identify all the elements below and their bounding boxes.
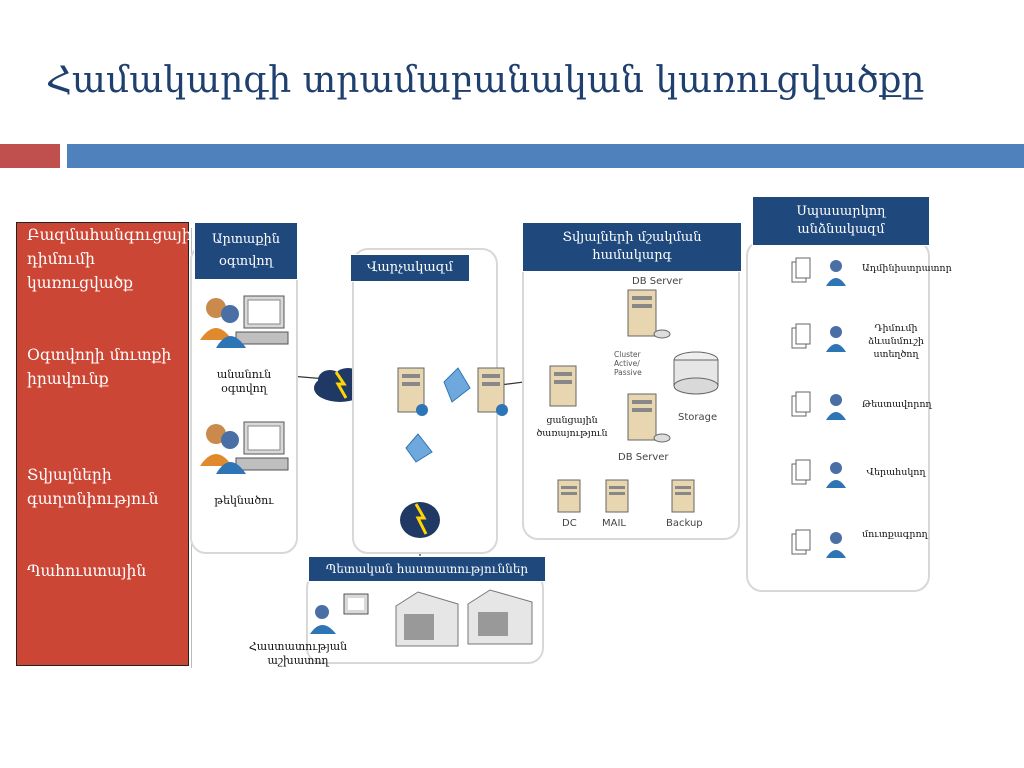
- data-processing-header: Տվյալների մշակման համակարգ: [522, 222, 742, 272]
- service-staff-header: Սպասարկող անձնակազմ: [752, 196, 930, 246]
- accent-bar-blue: [67, 144, 1024, 168]
- mail-server-icon: [605, 479, 629, 513]
- storage-icon: [673, 351, 719, 395]
- institution-icon: [310, 589, 533, 647]
- firewall-icon: [405, 433, 433, 463]
- staff-supervisor-icon: [791, 459, 846, 488]
- dc-label: DC: [562, 518, 577, 529]
- candidate-icon: [200, 421, 289, 474]
- candidate-label: թեկնածու: [214, 494, 274, 507]
- feature-item-user-access: Օգտվողի մուտքի իրավունք: [27, 346, 172, 388]
- government-header: Պետական հաստատություններ: [308, 556, 546, 582]
- cloud-icon: [400, 502, 440, 538]
- web-server-header: Վարչակազմ: [350, 254, 470, 282]
- external-users-header-text: Արտաքին օգտվող: [211, 232, 281, 269]
- feature-item-multinode: Բազմահանգուցային դիմումի կառուցվածք: [27, 226, 202, 292]
- staff-data-entry-icon: [791, 529, 846, 558]
- anonymous-user-label: անանուն օգտվող: [216, 368, 272, 395]
- staff-tester-icon: [791, 391, 846, 420]
- database-server-icon: [627, 289, 671, 339]
- cluster-label: Cluster Active/ Passive: [614, 350, 642, 377]
- staff-role-admin: Ադմինիստրատոր: [862, 263, 952, 274]
- feature-item-backup: Պահուստային: [27, 562, 147, 580]
- institution-employee-label: Հաստատության աշխատող: [248, 640, 348, 667]
- network-server-icon: [549, 365, 577, 407]
- database-server-icon: [627, 393, 671, 443]
- server-rack-icon: [397, 367, 508, 416]
- staff-role-tester: Թեստավորող: [862, 399, 932, 410]
- staff-role-template-creator: Դիմումի ձևանմուշի ստեղծող: [868, 323, 924, 360]
- backup-server-icon: [671, 479, 695, 513]
- staff-role-data-entry: մուտքագրող: [862, 529, 928, 540]
- feature-item-data-privacy: Տվյալների գաղտնիություն: [27, 466, 159, 508]
- external-users-header: Արտաքին օգտվող: [194, 222, 298, 280]
- accent-bar-red: [0, 144, 60, 168]
- storage-label: Storage: [678, 412, 718, 423]
- mail-label: MAIL: [602, 518, 626, 529]
- anonymous-user-icon: [200, 295, 289, 348]
- db-server-bottom-label: DB Server: [618, 452, 669, 463]
- network-services-label: ցանցային ծառայություն: [536, 415, 608, 439]
- staff-template-creator-icon: [791, 323, 846, 352]
- page-title: Համակարգի տրամաբանական կառուցվածքը: [46, 60, 925, 101]
- dc-server-icon: [557, 479, 581, 513]
- feature-list-panel: Բազմահանգուցային դիմումի կառուցվածք Օգտվ…: [16, 222, 202, 666]
- staff-role-supervisor: Վերահսկող: [866, 467, 926, 478]
- backup-label: Backup: [666, 518, 703, 529]
- staff-admin-icon: [791, 257, 846, 286]
- db-server-top-label: DB Server: [632, 276, 683, 287]
